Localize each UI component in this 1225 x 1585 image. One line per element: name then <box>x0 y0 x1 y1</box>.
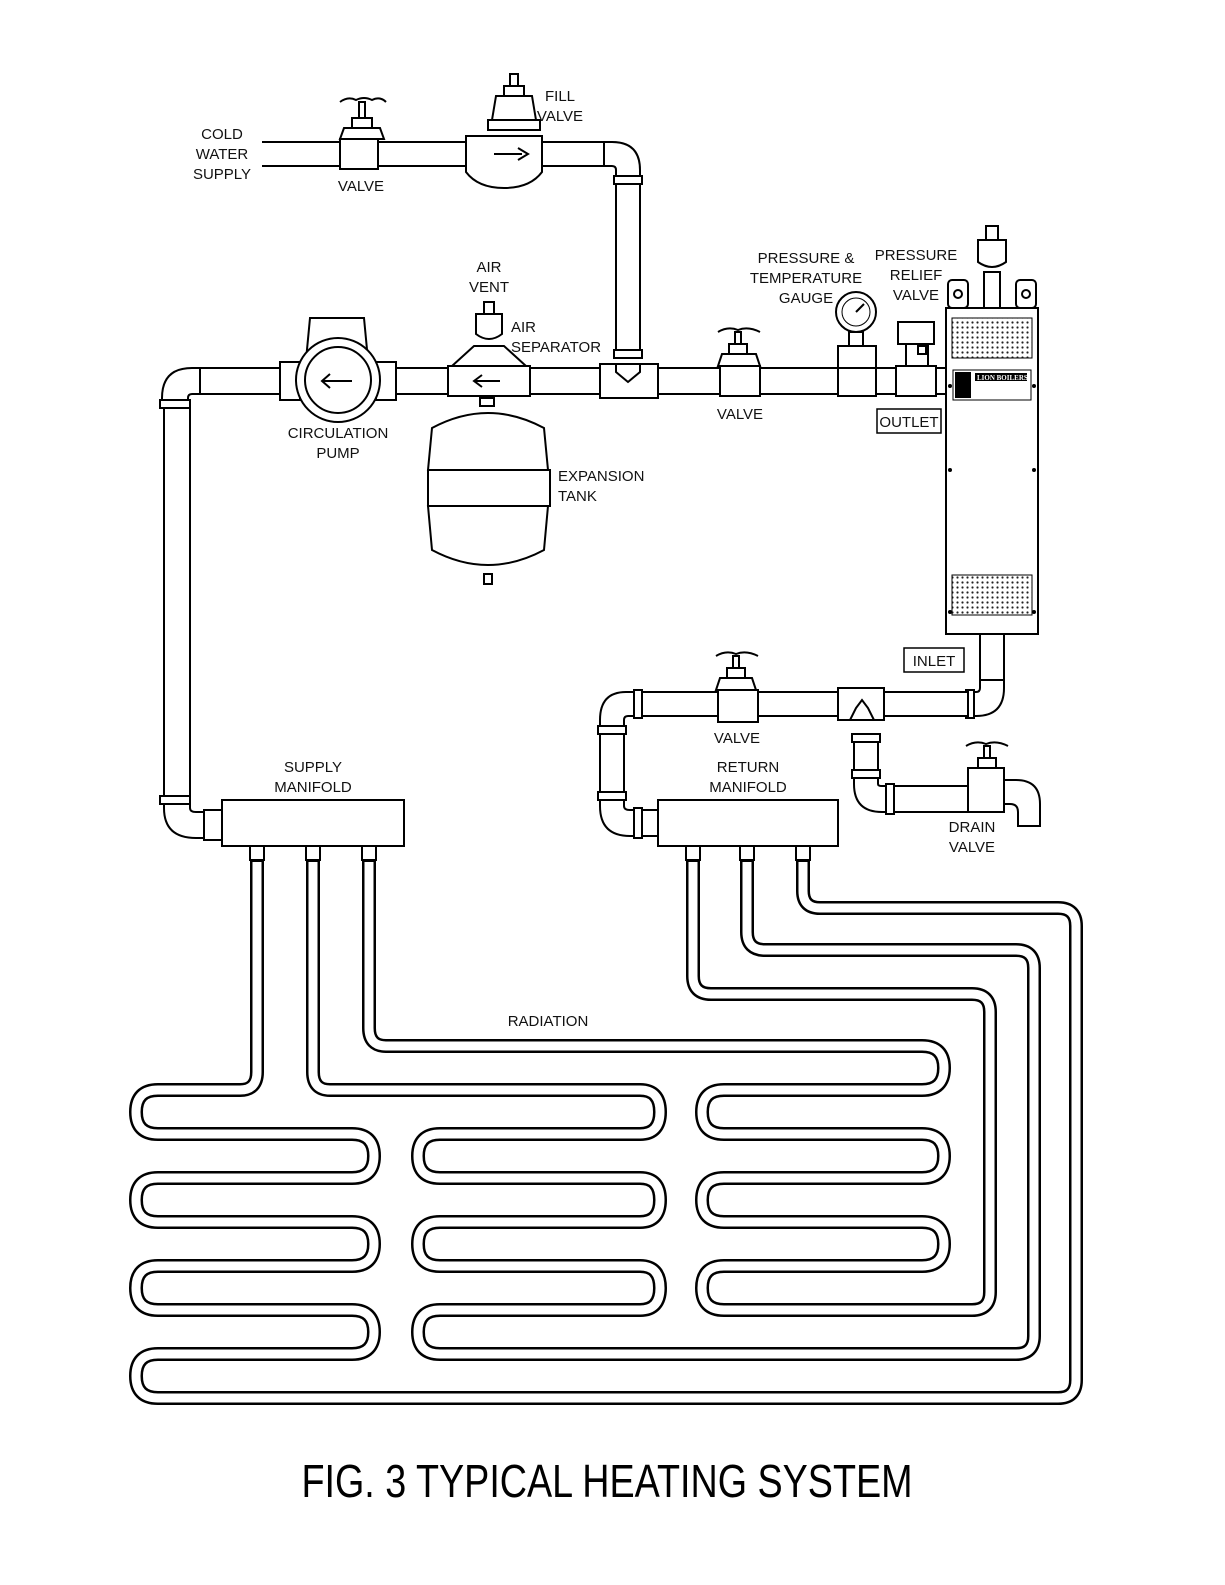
coupling <box>634 690 642 718</box>
label-line: VALVE <box>949 839 995 856</box>
coupling <box>614 350 642 358</box>
coupling <box>886 784 894 814</box>
return-line <box>640 692 718 716</box>
label-line: MANIFOLD <box>709 779 787 796</box>
label-return-manifold: RETURN MANIFOLD <box>709 759 787 796</box>
coupling <box>598 792 626 800</box>
drain-down-pipe <box>854 742 878 770</box>
label-outlet: OUTLET <box>879 414 938 431</box>
elbow-return-left <box>600 692 634 728</box>
return-line <box>758 692 838 716</box>
drain-valve <box>966 742 1040 826</box>
label-line: MANIFOLD <box>274 779 352 796</box>
drain-pipe <box>894 786 968 812</box>
return-manifold-coupling <box>642 810 658 836</box>
air-vent <box>476 302 502 339</box>
elbow-left-down <box>162 368 200 402</box>
supply-manifold <box>222 800 404 860</box>
label-line: FILL <box>545 88 575 105</box>
label-line: AIR <box>476 259 501 276</box>
figure-title: FIG. 3 TYPICAL HEATING SYSTEM <box>301 1455 912 1506</box>
label-line: AIR <box>511 319 536 336</box>
label-line: GAUGE <box>779 290 833 307</box>
coupling <box>634 808 642 838</box>
label-radiation: RADIATION <box>508 1013 589 1030</box>
label-line: COLD <box>201 126 243 143</box>
label-line: VALVE <box>537 108 583 125</box>
coupling <box>852 770 880 778</box>
label-fill-valve: FILL VALVE <box>537 88 583 125</box>
label-line: VALVE <box>893 287 939 304</box>
label-line: EXPANSION <box>558 468 644 485</box>
vertical-fill-pipe <box>616 184 640 352</box>
label-line: SUPPLY <box>193 166 251 183</box>
return-manifold <box>658 800 838 860</box>
return-down-pipe <box>600 734 624 792</box>
label-return-valve: VALVE <box>714 730 760 747</box>
coupling <box>160 400 190 408</box>
pressure-relief-valve <box>896 322 936 396</box>
boiler-name: LION BOILERS <box>977 374 1028 382</box>
coupling <box>614 176 642 184</box>
cold-water-supply-pipe <box>262 139 604 169</box>
label-main-valve: VALVE <box>717 406 763 423</box>
elbow-to-return-manifold <box>600 800 636 836</box>
label-line: SEPARATOR <box>511 339 601 356</box>
supply-valve <box>340 98 386 139</box>
coupling <box>598 726 626 734</box>
circulation-pump <box>280 318 396 422</box>
label-line: CIRCULATION <box>288 425 389 442</box>
elbow-to-supply-manifold <box>164 804 206 838</box>
label-line: WATER <box>196 146 249 163</box>
label-supply-manifold: SUPPLY MANIFOLD <box>274 759 352 796</box>
elbow-drain <box>854 778 888 812</box>
pressure-temperature-gauge <box>836 292 876 396</box>
vertical-supply-pipe <box>164 408 190 798</box>
radiation-loops <box>136 860 1076 1398</box>
radiation-loop-2 <box>313 860 1034 1354</box>
label-line: RETURN <box>717 759 780 776</box>
label-expansion-tank: EXPANSION TANK <box>558 468 644 505</box>
label-air-vent: AIR VENT <box>469 259 509 296</box>
label-line: VENT <box>469 279 509 296</box>
label-line: SUPPLY <box>284 759 342 776</box>
label-drain-valve: DRAIN VALVE <box>949 819 996 856</box>
label-inlet: INLET <box>913 653 956 670</box>
label-line: PUMP <box>316 445 359 462</box>
coupling <box>160 796 190 804</box>
elbow-inlet <box>972 680 1004 716</box>
label-pressure-relief-valve: PRESSURE RELIEF VALVE <box>875 247 958 304</box>
boiler-unit <box>946 226 1038 634</box>
label-circulation-pump: CIRCULATION PUMP <box>288 425 389 462</box>
elbow-fill-down <box>604 142 640 178</box>
label-line: PRESSURE & <box>758 250 855 267</box>
label-line: PRESSURE <box>875 247 958 264</box>
supply-manifold-coupling <box>204 810 222 840</box>
boiler-inlet-pipe <box>980 634 1004 680</box>
label-line: DRAIN <box>949 819 996 836</box>
fill-valve <box>466 74 542 188</box>
label-line: TANK <box>558 488 597 505</box>
label-line: RELIEF <box>890 267 943 284</box>
label-line: TEMPERATURE <box>750 270 862 287</box>
return-line <box>882 692 968 716</box>
return-valve <box>716 652 758 722</box>
label-cold-water-supply: COLD WATER SUPPLY <box>193 126 251 183</box>
main-valve <box>718 328 760 396</box>
expansion-tank <box>428 398 550 584</box>
label-supply-valve: VALVE <box>338 178 384 195</box>
coupling <box>852 734 880 742</box>
label-air-separator: AIR SEPARATOR <box>511 319 601 356</box>
